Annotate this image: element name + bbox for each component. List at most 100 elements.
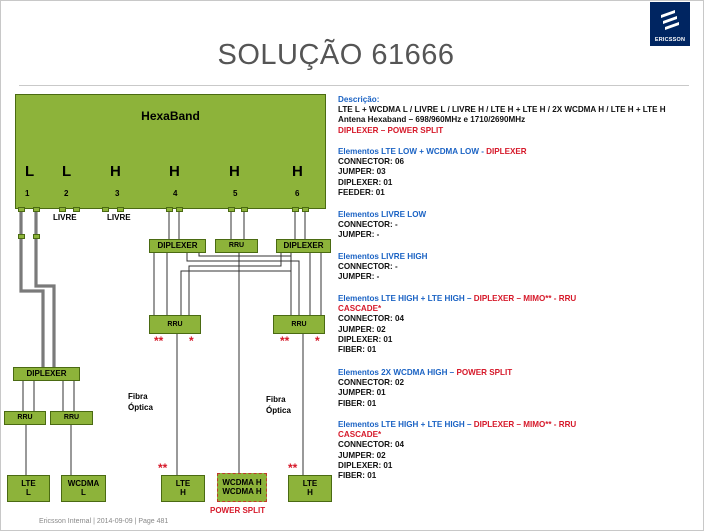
mimo-marker: ** — [288, 461, 298, 475]
cascade-marker: * — [315, 334, 320, 348]
diplexer-right: DIPLEXER — [276, 239, 331, 253]
fiber-label-left: Fibra Óptica — [128, 392, 153, 412]
section-item: DIPLEXER: 01 — [338, 177, 393, 187]
box-line2: WCDMA H — [222, 486, 262, 496]
port-5-number: 5 — [233, 189, 238, 198]
antenna-port — [302, 207, 309, 212]
hexaband-antenna: HexaBand — [15, 94, 326, 209]
antenna-port — [166, 207, 173, 212]
antenna-port — [176, 207, 183, 212]
port-2-number: 2 — [64, 189, 69, 198]
section-wcdma-high: Elementos 2X WCDMA HIGH – POWER SPLIT CO… — [338, 368, 512, 409]
description-block: Descrição: LTE L + WCDMA L / LIVRE L / L… — [338, 95, 666, 136]
section-item: JUMPER: 02 — [338, 450, 386, 460]
lte-h-box-2: LTE H — [288, 475, 332, 502]
section-item: FIBER: 01 — [338, 345, 377, 355]
port-1-number: 1 — [25, 189, 30, 198]
section-item: JUMPER: - — [338, 272, 380, 282]
section-item: FIBER: 01 — [338, 398, 377, 408]
port-5-band: H — [229, 163, 240, 180]
wcdma-l-box: WCDMA L — [61, 475, 106, 502]
section-livre-high: Elementos LIVRE HIGH CONNECTOR: - JUMPER… — [338, 252, 428, 283]
section-title-accent: DIPLEXER – MIMO** - RRU — [473, 420, 577, 429]
wcdma-h-box: WCDMA H WCDMA H — [217, 473, 267, 502]
port-2-band: L — [62, 163, 72, 180]
rru-left-mimo: RRU — [149, 315, 201, 334]
ericsson-logo: ERICSSON — [650, 2, 690, 46]
section-title-accent: DIPLEXER — [486, 147, 527, 156]
section-title: Elementos LTE LOW + WCDMA LOW - — [338, 147, 487, 156]
section-item: CONNECTOR: 06 — [338, 157, 404, 167]
box-line1: LTE — [175, 479, 191, 489]
section-item: JUMPER: 02 — [338, 324, 386, 334]
diplexer-left: DIPLEXER — [149, 239, 206, 253]
rru-label: RRU — [228, 242, 245, 250]
port-3-note: LIVRE — [107, 213, 131, 222]
fiber-label-right: Fibra Óptica — [266, 395, 291, 415]
title-underline — [19, 85, 689, 86]
description-line-3: DIPLEXER – POWER SPLIT — [338, 125, 444, 135]
antenna-port — [117, 207, 124, 212]
hexaband-label: HexaBand — [141, 109, 200, 123]
section-item: JUMPER: 01 — [338, 388, 386, 398]
section-item: FIBER: 01 — [338, 471, 377, 481]
section-item: JUMPER: - — [338, 230, 380, 240]
section-lte-high-1: Elementos LTE HIGH + LTE HIGH – DIPLEXER… — [338, 294, 576, 355]
antenna-port — [33, 207, 40, 212]
section-livre-low: Elementos LIVRE LOW CONNECTOR: - JUMPER:… — [338, 210, 426, 241]
diplexer-label: DIPLEXER — [26, 368, 67, 378]
section-title: Elementos 2X WCDMA HIGH – — [338, 368, 457, 377]
rru-center: RRU — [215, 239, 258, 253]
rru-label: RRU — [17, 414, 33, 422]
power-split-label: POWER SPLIT — [210, 506, 266, 515]
ericsson-logo-icon — [661, 10, 679, 30]
box-line2: L — [26, 487, 31, 497]
description-line-2: Antena Hexaband – 698/960MHz e 1710/2690… — [338, 115, 526, 125]
section-title-accent: POWER SPLIT — [456, 368, 513, 377]
section-lte-wcdma-low: Elementos LTE LOW + WCDMA LOW - DIPLEXER… — [338, 147, 527, 198]
box-line1: LTE — [21, 479, 36, 489]
port-6-number: 6 — [295, 189, 300, 198]
antenna-port — [228, 207, 235, 212]
section-item: JUMPER: 03 — [338, 167, 386, 177]
box-line2: H — [307, 487, 313, 497]
port-2-note: LIVRE — [53, 213, 77, 222]
rru-right-mimo: RRU — [273, 315, 325, 334]
box-line2: L — [81, 487, 86, 497]
box-line1: WCDMA H — [222, 478, 262, 488]
cascade-marker: * — [189, 334, 194, 348]
antenna-port — [102, 207, 109, 212]
port-6-band: H — [292, 163, 303, 180]
diplexer-low: DIPLEXER — [13, 367, 80, 381]
mimo-marker: ** — [158, 461, 168, 475]
section-title: Elementos LIVRE LOW — [338, 210, 427, 219]
section-item: CONNECTOR: - — [338, 220, 398, 230]
section-lte-high-2: Elementos LTE HIGH + LTE HIGH – DIPLEXER… — [338, 420, 576, 481]
feeder-connector — [33, 234, 40, 239]
mimo-marker: ** — [154, 334, 164, 348]
rru-label: RRU — [291, 320, 307, 328]
port-4-number: 4 — [173, 189, 178, 198]
diplexer-label: DIPLEXER — [283, 240, 324, 250]
diplexer-label: DIPLEXER — [157, 240, 198, 250]
port-1-band: L — [25, 163, 35, 180]
rru-wcdma-low: RRU — [50, 411, 93, 425]
lte-h-box-1: LTE H — [161, 475, 205, 502]
section-title: Elementos LTE HIGH + LTE HIGH – — [338, 420, 474, 429]
mimo-marker: ** — [280, 334, 290, 348]
antenna-port — [292, 207, 299, 212]
antenna-port — [73, 207, 80, 212]
section-item: CONNECTOR: 02 — [338, 378, 404, 388]
box-line1: WCDMA — [67, 479, 100, 489]
section-item: DIPLEXER: 01 — [338, 460, 393, 470]
box-line1: LTE — [302, 479, 318, 489]
antenna-port — [59, 207, 66, 212]
antenna-port — [241, 207, 248, 212]
section-title: Elementos LIVRE HIGH — [338, 252, 428, 261]
feeder-connector — [18, 234, 25, 239]
section-item: FEEDER: 01 — [338, 187, 385, 197]
description-heading: Descrição: — [338, 95, 380, 104]
section-cascade: CASCADE* — [338, 430, 382, 440]
section-item: CONNECTOR: 04 — [338, 440, 404, 450]
